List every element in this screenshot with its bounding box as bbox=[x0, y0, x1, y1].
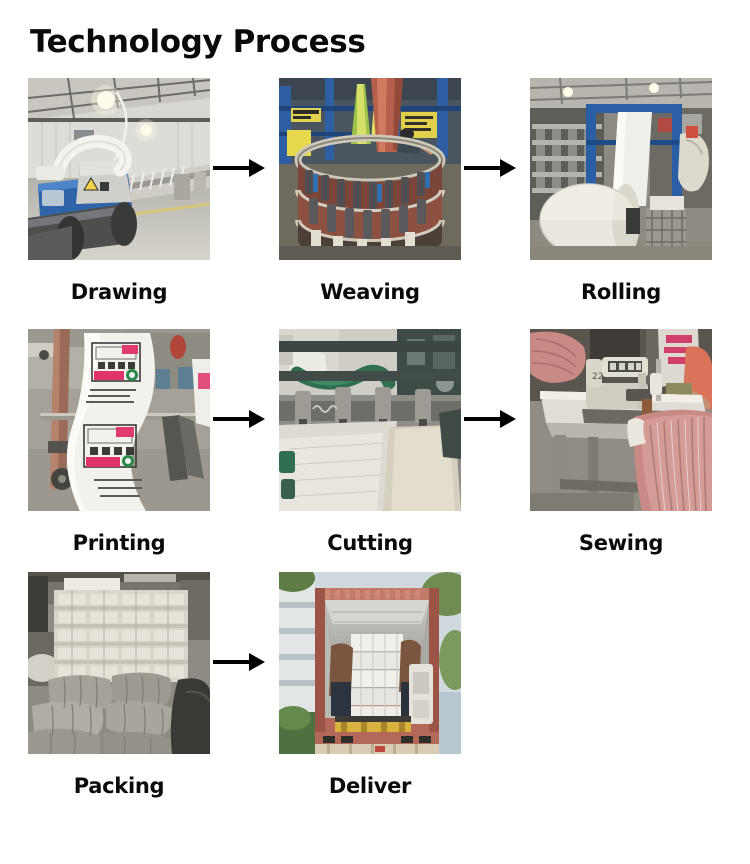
process-step-cutting[interactable]: Cutting bbox=[279, 329, 461, 555]
arrow-right-icon bbox=[464, 155, 516, 181]
process-row-1: Drawing bbox=[0, 78, 750, 313]
step-label: Cutting bbox=[327, 531, 413, 555]
sewing-photo: 22 bbox=[530, 329, 712, 511]
step-label: Rolling bbox=[580, 280, 662, 304]
arrow-right-icon bbox=[464, 406, 516, 432]
step-label: Printing bbox=[72, 531, 166, 555]
process-step-sewing[interactable]: 22 bbox=[530, 329, 712, 555]
process-step-weaving[interactable]: Weaving bbox=[279, 78, 461, 304]
packing-photo bbox=[28, 572, 210, 754]
rolling-photo bbox=[530, 78, 712, 260]
weaving-photo bbox=[279, 78, 461, 260]
step-label: Sewing bbox=[578, 531, 664, 555]
step-label: Deliver bbox=[328, 774, 412, 798]
printing-photo bbox=[28, 329, 210, 511]
step-label: Packing bbox=[73, 774, 165, 798]
step-label: Drawing bbox=[70, 280, 168, 304]
arrow-right-icon bbox=[213, 155, 265, 181]
deliver-photo bbox=[279, 572, 461, 754]
arrow-right-icon bbox=[213, 649, 265, 675]
cutting-photo bbox=[279, 329, 461, 511]
process-step-deliver[interactable]: Deliver bbox=[279, 572, 461, 798]
process-step-drawing[interactable]: Drawing bbox=[28, 78, 210, 304]
svg-text:22: 22 bbox=[592, 372, 603, 382]
step-label: Weaving bbox=[320, 280, 420, 304]
process-step-printing[interactable]: Printing bbox=[28, 329, 210, 555]
page-title: Technology Process bbox=[30, 24, 366, 60]
drawing-photo bbox=[28, 78, 210, 260]
process-row-2: Printing bbox=[0, 329, 750, 564]
process-row-3: Packing bbox=[0, 572, 750, 807]
process-step-packing[interactable]: Packing bbox=[28, 572, 210, 798]
process-step-rolling[interactable]: Rolling bbox=[530, 78, 712, 304]
arrow-right-icon bbox=[213, 406, 265, 432]
